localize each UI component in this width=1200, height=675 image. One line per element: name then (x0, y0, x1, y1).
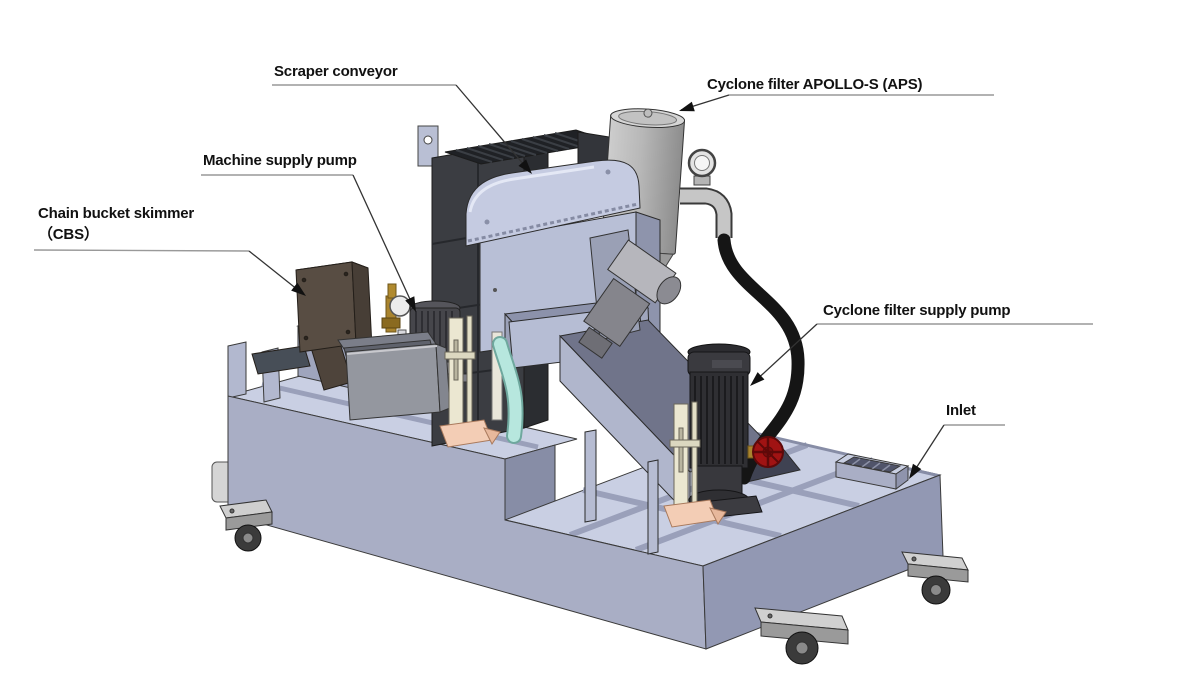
label-text: Inlet (946, 402, 976, 419)
label-chain-bucket-skimmer: Chain bucket skimmer （CBS） (38, 203, 194, 245)
label-cyclone-filter: Cyclone filter APOLLO-S (APS) (707, 74, 923, 95)
level-sensor-right (663, 401, 727, 528)
red-valve-wheel (752, 436, 784, 468)
leader-lines (33, 84, 1093, 479)
chain-bucket-skimmer-graphic (251, 261, 373, 391)
pump-gauge (389, 295, 411, 317)
label-text: Cyclone filter APOLLO-S (APS) (707, 76, 923, 93)
level-sensor-left (439, 315, 501, 448)
teal-hose (494, 338, 522, 442)
cyclone-filter-supply-pump-graphic (683, 343, 784, 521)
label-text-line2: （CBS） (38, 226, 99, 243)
label-text-line1: Chain bucket skimmer (38, 205, 195, 222)
skimmer-basket (337, 331, 451, 421)
casters (219, 499, 969, 665)
inlet-graphic (834, 453, 910, 490)
label-text: Machine supply pump (203, 152, 357, 169)
conveyor-motor (578, 229, 682, 359)
label-text: Cyclone filter supply pump (823, 302, 1011, 319)
label-cyclone-filter-supply-pump: Cyclone filter supply pump (823, 300, 1011, 321)
label-machine-supply-pump: Machine supply pump (203, 150, 357, 171)
label-text: Scraper conveyor (274, 63, 398, 80)
label-inlet: Inlet (946, 400, 976, 421)
label-scraper-conveyor: Scraper conveyor (274, 61, 398, 82)
